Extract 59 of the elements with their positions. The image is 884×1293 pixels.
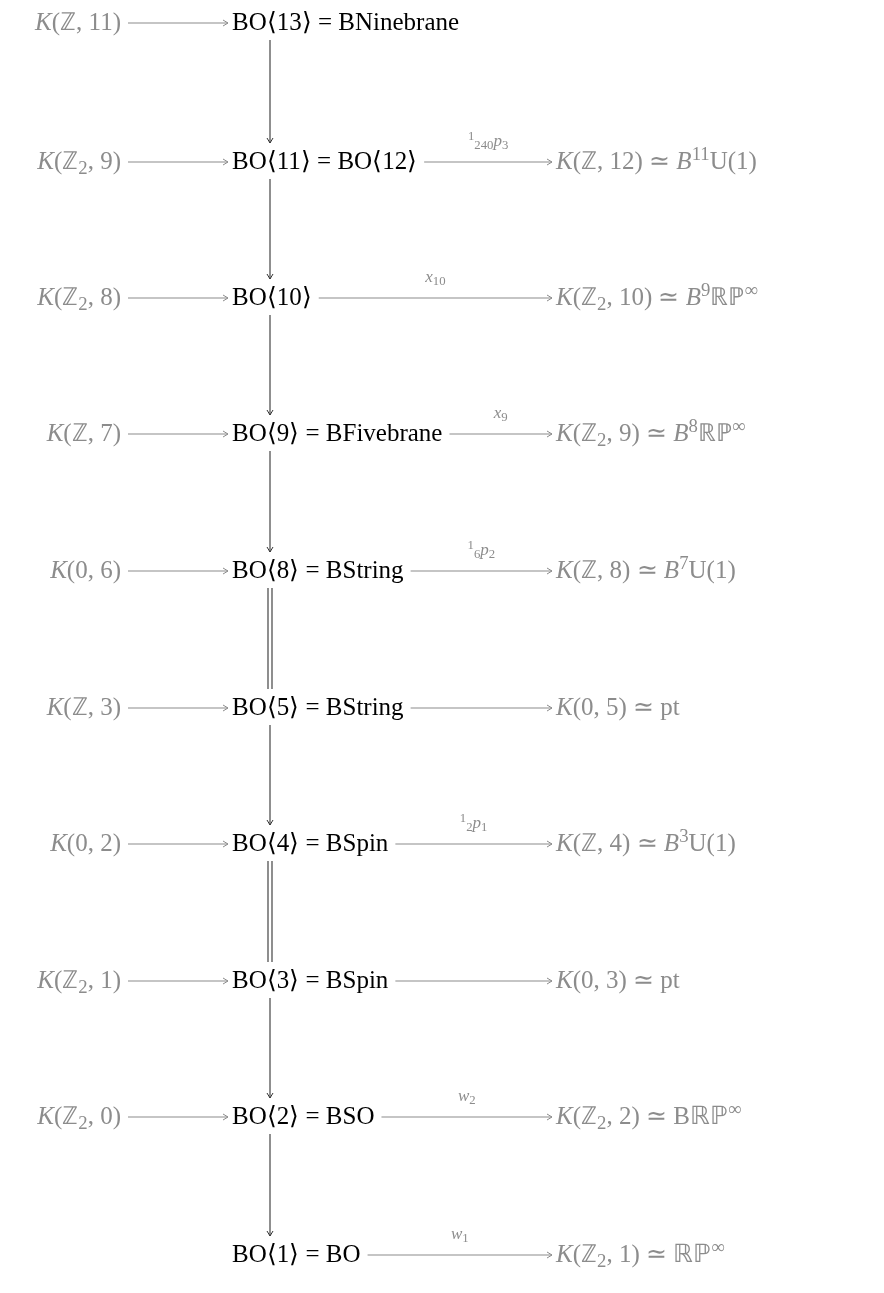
arrow <box>367 1251 553 1259</box>
edge-label: x$_{9}$ <box>493 404 508 421</box>
math-expression: BO⟨2⟩ = BSO <box>232 1099 375 1133</box>
math-expression: K(0, 5) ≃ pt <box>556 690 680 724</box>
math-expression: BO⟨5⟩ = BString <box>232 690 404 724</box>
arrow <box>423 158 553 166</box>
arrow <box>410 567 553 575</box>
math-expression: K(ℤ$_{2}$, 9) ≃ B$^{8}$ℝℙ$^{∞}$ <box>556 416 746 450</box>
math-expression: K(0, 6) <box>50 553 121 587</box>
math-expression: BO⟨3⟩ = BSpin <box>232 963 389 997</box>
arrow <box>266 39 274 144</box>
math-expression: K(ℤ, 7) <box>46 416 121 450</box>
arrow <box>266 314 274 416</box>
arrow <box>410 704 553 712</box>
math-expression: BO⟨10⟩ <box>232 280 312 314</box>
math-expression: K(ℤ, 11) <box>35 5 121 39</box>
arrow <box>267 860 273 963</box>
math-expression: K(ℤ$_{2}$, 10) ≃ B$^{9}$ℝℙ$^{∞}$ <box>556 280 758 314</box>
math-expression: K(ℤ$_{2}$, 1) <box>37 963 121 997</box>
arrow <box>394 840 553 848</box>
arrow <box>127 840 229 848</box>
arrow <box>448 430 553 438</box>
math-expression: K(0, 2) <box>50 826 121 860</box>
math-expression: K(0, 3) ≃ pt <box>556 963 680 997</box>
arrow <box>127 294 229 302</box>
edge-label: w$_{1}$ <box>450 1225 469 1242</box>
math-expression: K(ℤ, 12) ≃ B$^{11}$U(1) <box>556 144 757 178</box>
math-expression: BO⟨9⟩ = BFivebrane <box>232 416 443 450</box>
math-expression: BO⟨4⟩ = BSpin <box>232 826 389 860</box>
arrow <box>127 19 229 27</box>
arrow <box>266 450 274 553</box>
arrow <box>127 1113 229 1121</box>
math-expression: BO⟨8⟩ = BString <box>232 553 404 587</box>
edge-label: x$_{10}$ <box>425 268 446 285</box>
math-expression: BO⟨13⟩ = BNinebrane <box>232 5 460 39</box>
arrow <box>266 1133 274 1237</box>
math-expression: K(ℤ$_{2}$, 2) ≃ Bℝℙ$^{∞}$ <box>556 1099 742 1133</box>
math-expression: K(ℤ$_{2}$, 1) ≃ ℝℙ$^{∞}$ <box>556 1237 725 1271</box>
math-expression: K(ℤ$_{2}$, 8) <box>37 280 121 314</box>
arrow <box>394 977 553 985</box>
arrow <box>127 158 229 166</box>
arrow <box>127 567 229 575</box>
math-expression: K(ℤ, 8) ≃ B$^{7}$U(1) <box>556 553 736 587</box>
edge-label: w$_{2}$ <box>457 1087 476 1104</box>
math-expression: K(ℤ, 3) <box>46 690 121 724</box>
math-expression: K(ℤ$_{2}$, 0) <box>37 1099 121 1133</box>
arrow <box>267 587 273 690</box>
arrow <box>266 178 274 280</box>
arrow <box>127 977 229 985</box>
math-expression: K(ℤ, 4) ≃ B$^{3}$U(1) <box>556 826 736 860</box>
arrow <box>127 430 229 438</box>
math-expression: K(ℤ$_{2}$, 9) <box>37 144 121 178</box>
arrow <box>266 724 274 826</box>
arrow <box>380 1113 553 1121</box>
math-expression: BO⟨11⟩ = BO⟨12⟩ <box>232 144 418 178</box>
arrow <box>266 997 274 1099</box>
arrow <box>318 294 553 302</box>
math-expression: BO⟨1⟩ = BO <box>232 1237 361 1271</box>
arrow <box>127 704 229 712</box>
